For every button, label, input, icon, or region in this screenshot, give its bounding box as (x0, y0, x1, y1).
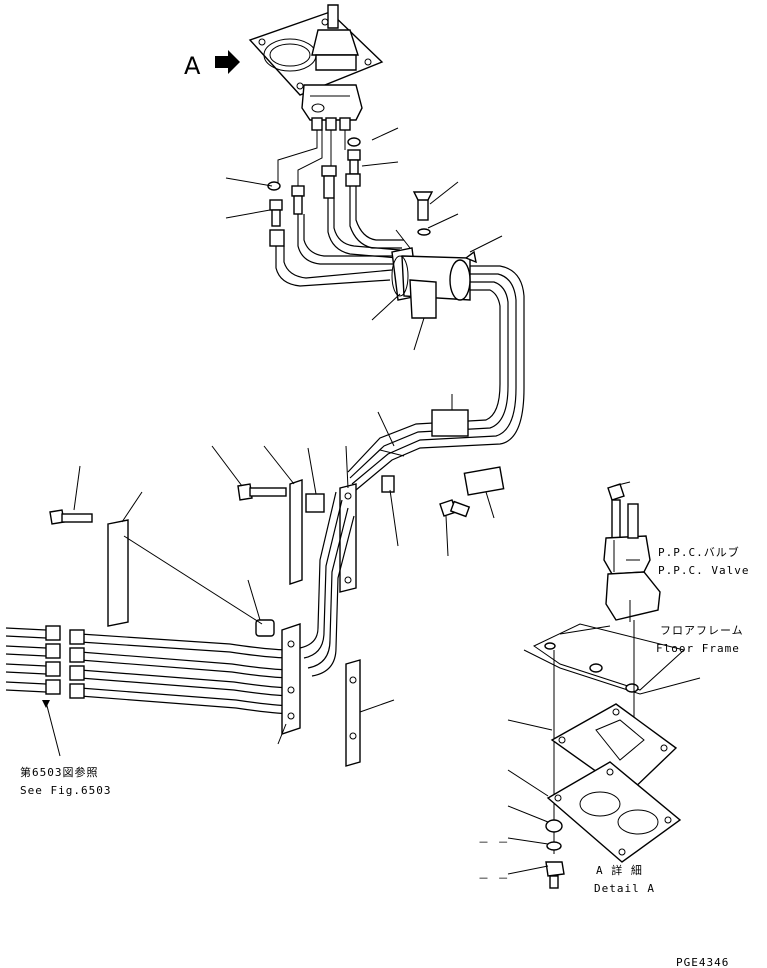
floor-frame-label-jp: フロアフレーム (660, 624, 744, 637)
detail-a-label-en: Detail A (594, 882, 655, 895)
bolts-and-clips (49, 479, 471, 637)
drawing-code: PGE4346 (676, 956, 729, 968)
ppc-valve-label-jp: P.P.C.バルブ (658, 545, 740, 559)
port-leader-lines (277, 130, 346, 186)
hose-bundle-right-loop (347, 265, 525, 491)
view-marker-label: A (184, 52, 201, 80)
hose-clamp-middle (391, 191, 477, 319)
ppc-valve-label-en: P.P.C. Valve (658, 564, 749, 577)
see-fig-label-en: See Fig.6503 (20, 784, 111, 797)
detail-a-label-jp: A 詳 細 (596, 863, 643, 877)
ppc-valve-assembly-top (248, 4, 384, 131)
hose-bracket-middle (299, 483, 357, 677)
fittings-upper (267, 137, 361, 247)
view-arrow-a: A (184, 50, 240, 80)
floor-frame-label-en: Floor Frame (656, 642, 740, 655)
see-fig-label-jp: 第6503図参照 (20, 765, 99, 779)
hose-tags (379, 409, 505, 496)
quantity-dash-2: － － (478, 872, 510, 885)
detail-a-assembly (507, 481, 701, 889)
hose-bundle-upper (275, 186, 404, 287)
hose-bracket-lower (281, 623, 361, 767)
quantity-dash-1: － － (478, 836, 510, 849)
callout-leaders (42, 127, 503, 757)
